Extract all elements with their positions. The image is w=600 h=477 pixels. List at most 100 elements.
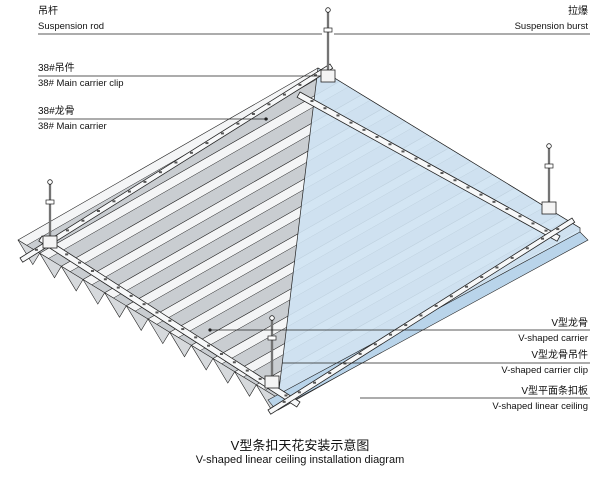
- carrier-clip: [541, 201, 557, 215]
- carrier-slot: [531, 222, 535, 225]
- carrier-slot: [284, 394, 288, 397]
- carrier-slot: [453, 179, 457, 182]
- carrier-slot: [297, 391, 301, 394]
- carrier-clip: [320, 69, 336, 83]
- carrier-slot: [219, 352, 223, 355]
- carrier-slot: [466, 186, 470, 189]
- carrier-slot: [389, 333, 393, 336]
- rod-nut: [267, 335, 277, 341]
- carrier-slot: [544, 229, 548, 232]
- carrier-slot: [116, 286, 120, 289]
- carrier-slot: [313, 381, 317, 384]
- strip-end-tooth: [212, 358, 236, 384]
- strip-end-tooth: [126, 305, 149, 331]
- carrier-slot: [96, 209, 100, 212]
- carrier-slot: [174, 161, 178, 164]
- strip-end-tooth: [191, 345, 214, 371]
- carrier-slot: [158, 171, 162, 174]
- carrier-slot: [313, 74, 317, 77]
- carrier-slot: [65, 253, 69, 256]
- carrier-slot: [465, 285, 469, 288]
- carrier-slot: [541, 237, 545, 240]
- strip-end-tooth: [234, 371, 257, 397]
- carrier-slot: [298, 83, 302, 86]
- strip-groove: [48, 86, 362, 267]
- carrier-slot: [90, 269, 94, 272]
- carrier-slot: [323, 107, 327, 110]
- carrier-slot: [349, 121, 353, 124]
- label-v-carrier-cn: V型龙骨: [551, 318, 588, 329]
- carrier-slot: [282, 93, 286, 96]
- carrier-slot: [401, 150, 405, 153]
- carrier-slot: [434, 304, 438, 307]
- carrier-slot: [404, 324, 408, 327]
- carrier-slot: [189, 151, 193, 154]
- strip-end-tooth: [39, 252, 62, 279]
- label-suspension-burst-cn: 拉爆: [568, 6, 588, 17]
- label-carrier-clip-cn: 38#吊件: [38, 63, 75, 74]
- carrier-slot: [181, 328, 185, 331]
- carrier-slot: [81, 219, 85, 222]
- carrier-slot: [427, 164, 431, 167]
- carrier-clip: [264, 375, 280, 389]
- caption-en: V-shaped linear ceiling installation dia…: [195, 454, 405, 466]
- carrier-slot: [358, 352, 362, 355]
- label-main-carrier-cn: 38#龙骨: [38, 106, 75, 117]
- carrier-slot: [362, 128, 366, 131]
- leader-dot: [208, 328, 212, 332]
- carrier-slot: [373, 343, 377, 346]
- carrier-slot: [510, 256, 514, 259]
- carrier-slot: [245, 369, 249, 372]
- carrier-slot: [492, 200, 496, 203]
- carrier-slot: [112, 200, 116, 203]
- carrier-slot: [207, 344, 211, 347]
- carrier-slot: [525, 247, 529, 250]
- carrier-slot: [232, 361, 236, 364]
- carrier-slot: [495, 266, 499, 269]
- rod-nut: [323, 27, 333, 33]
- label-suspension-rod-cn: 吊杆: [38, 6, 58, 17]
- leader-dot: [264, 117, 268, 121]
- label-suspension-rod-en: Suspension rod: [38, 21, 105, 32]
- carrier-slot: [143, 180, 147, 183]
- carrier-slot: [440, 172, 444, 175]
- carrier-slot: [129, 294, 133, 297]
- strip-end-tooth: [104, 292, 127, 318]
- carrier-slot: [419, 314, 423, 317]
- carrier-slot: [258, 377, 262, 380]
- carrier-slot: [236, 122, 240, 125]
- carrier-slot: [556, 228, 560, 231]
- carrier-slot: [34, 248, 38, 251]
- carrier-slot: [282, 400, 286, 403]
- groove-line: [48, 86, 349, 259]
- carrier-slot: [480, 276, 484, 279]
- carrier-slot: [267, 103, 271, 106]
- strip-end-tooth: [82, 279, 106, 305]
- carrier-slot: [328, 372, 332, 375]
- carrier-slot: [220, 132, 224, 135]
- carrier-slot: [103, 278, 107, 281]
- label-v-clip-cn: V型龙骨吊件: [531, 350, 588, 361]
- carrier-slot: [142, 303, 146, 306]
- carrier-slot: [336, 114, 340, 117]
- label-main-carrier-en: 38# Main carrier: [38, 121, 107, 132]
- carrier-slot: [168, 319, 172, 322]
- strip-end-tooth: [147, 318, 171, 345]
- strip-groove: [70, 100, 384, 280]
- carrier-slot: [310, 100, 314, 103]
- carrier-slot: [251, 112, 255, 115]
- label-v-carrier-en: V-shaped carrier: [518, 333, 588, 344]
- carrier-slot: [375, 136, 379, 139]
- carrier-slot: [127, 190, 131, 193]
- label-v-clip-en: V-shaped carrier clip: [501, 365, 588, 376]
- carrier-slot: [518, 215, 522, 218]
- carrier-slot: [388, 143, 392, 146]
- rod-nut: [544, 163, 554, 169]
- caption-cn: V型条扣天花安装示意图: [230, 438, 370, 453]
- strip-end-tooth: [61, 266, 84, 292]
- carrier-slot: [414, 157, 418, 160]
- carrier-slot: [155, 311, 159, 314]
- carrier-clip: [42, 235, 58, 249]
- carrier-slot: [449, 295, 453, 298]
